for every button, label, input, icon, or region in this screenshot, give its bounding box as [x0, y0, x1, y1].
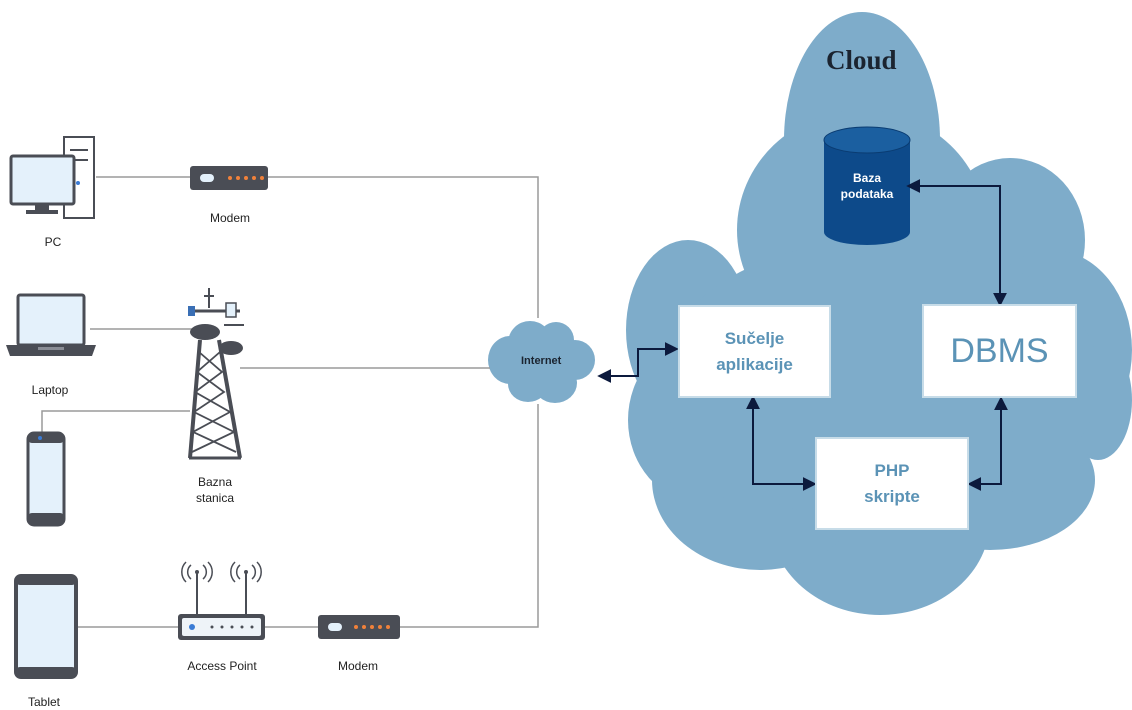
access-point-icon	[178, 561, 265, 640]
base-station-icon	[188, 288, 244, 460]
pc-label: PC	[44, 235, 62, 249]
modem-bottom-label: Modem	[337, 659, 378, 673]
dbms-box: DBMS	[922, 304, 1077, 398]
laptop-label: Laptop	[31, 383, 69, 397]
tablet-icon	[14, 574, 78, 679]
base-station-label: Bazna stanica	[195, 475, 235, 505]
app-interface-box: Sučelje aplikacije	[678, 305, 831, 398]
laptop-icon	[6, 293, 96, 356]
pc-icon	[9, 136, 95, 219]
php-scripts-box: PHP skripte	[815, 437, 969, 530]
modem-top-icon	[190, 166, 268, 190]
modem-top-label: Modem	[209, 211, 250, 225]
tablet-label: Tablet	[27, 695, 61, 709]
internet-label: Internet	[521, 355, 562, 367]
data-flow-arrows	[597, 179, 1008, 491]
database-label: Baza podataka	[840, 171, 894, 201]
access-point-label: Access Point	[187, 659, 257, 673]
smartphone-icon	[26, 431, 66, 527]
cloud-title: Cloud	[826, 45, 897, 75]
database-icon	[823, 126, 911, 245]
internet-cloud	[488, 321, 595, 403]
modem-bottom-icon	[318, 615, 400, 639]
network-links	[41, 176, 539, 628]
